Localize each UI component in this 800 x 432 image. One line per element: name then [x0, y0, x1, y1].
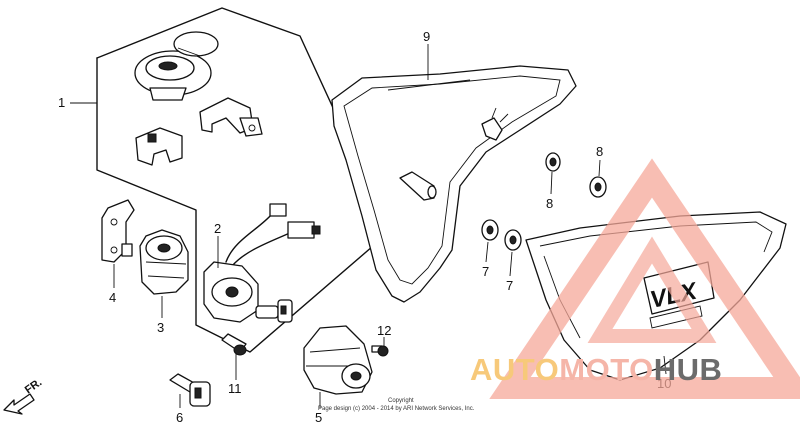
part-7-grommet-b[interactable] [504, 229, 522, 251]
callout-6: 6 [176, 410, 183, 425]
callout-11: 11 [228, 381, 242, 396]
arrow-icon [3, 393, 35, 415]
watermark-text-hub: HUB [654, 352, 723, 387]
watermark-text: AUTOMOTOHUB [470, 352, 722, 387]
callout-12: 12 [377, 323, 391, 338]
front-direction-arrow: FR. [3, 376, 44, 415]
callout-1: 1 [58, 95, 65, 110]
watermark-triangle-icon [489, 158, 800, 399]
watermark-text-auto: AUTO [470, 352, 559, 387]
callout-3: 3 [157, 320, 164, 335]
part-3-switch-base[interactable] [139, 229, 189, 295]
callout-8b: 8 [596, 144, 603, 159]
callout-8a: 8 [546, 196, 553, 211]
part-9-side-cover[interactable] [331, 65, 577, 303]
part-1-lock-set[interactable] [134, 31, 263, 166]
copyright-notice: Copyright Page design (c) 2004 - 2014 by… [318, 398, 475, 412]
direction-label: FR. [23, 376, 44, 396]
callout-9: 9 [423, 29, 430, 44]
part-5-lock-housing[interactable] [303, 325, 373, 395]
part-11-bolt[interactable] [221, 333, 247, 356]
part-2-ignition-switch[interactable] [203, 203, 321, 323]
callout-7a: 7 [482, 264, 489, 279]
part-8-grommet-a[interactable] [545, 152, 561, 172]
callout-4: 4 [109, 290, 116, 305]
watermark-text-moto: MOTO [559, 352, 653, 387]
part-7-grommet-a[interactable] [481, 219, 499, 241]
copyright-line2: Page design (c) 2004 - 2014 by ARI Netwo… [318, 406, 475, 412]
watermark-logo: AUTOMOTOHUB [470, 158, 800, 399]
part-12-screw[interactable] [371, 345, 389, 357]
callout-2: 2 [214, 221, 221, 236]
part-6-key[interactable] [169, 373, 211, 407]
part-8-grommet-b[interactable] [589, 176, 607, 198]
part-4-plate[interactable] [101, 199, 135, 263]
copyright-line1: Copyright [388, 398, 414, 404]
callout-5: 5 [315, 410, 322, 425]
leader-lines [70, 44, 667, 408]
callout-7b: 7 [506, 278, 513, 293]
